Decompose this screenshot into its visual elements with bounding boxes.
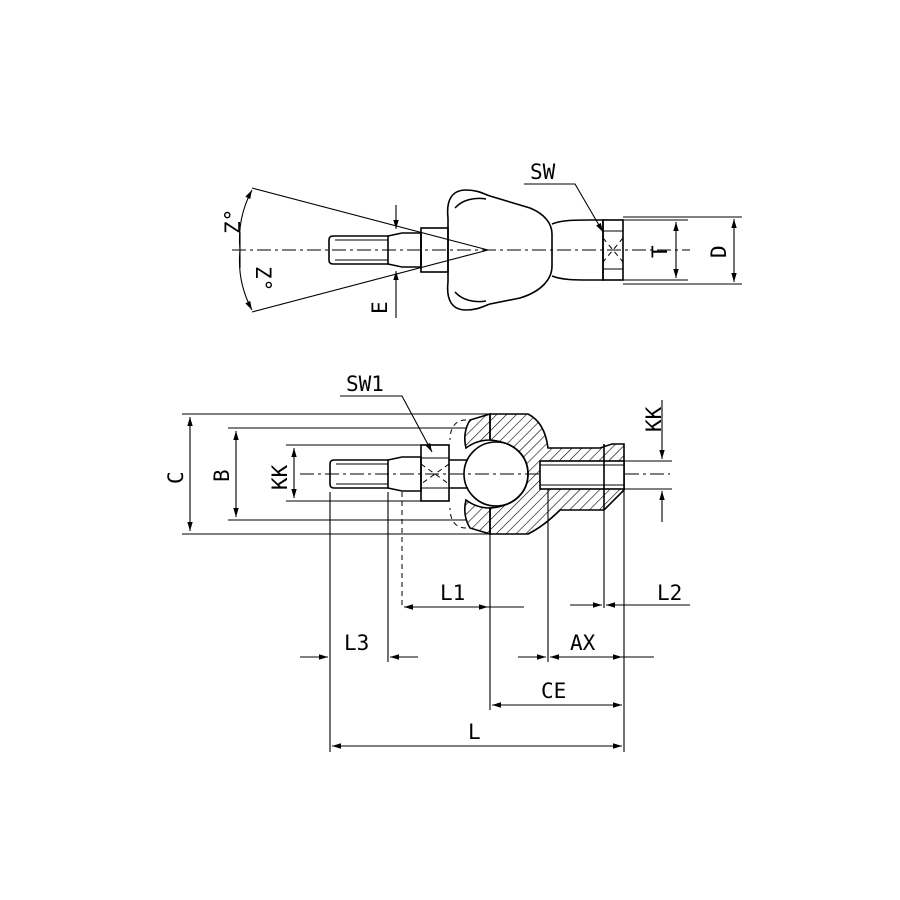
label-t: T (648, 245, 672, 258)
label-ce: CE (541, 679, 566, 703)
label-kk-left: KK (268, 464, 292, 490)
label-sw: SW (530, 160, 556, 184)
label-z-bottom: Z° (251, 266, 275, 291)
label-sw1: SW1 (346, 372, 384, 396)
section-dim-kk-right (624, 400, 672, 522)
label-kk-right: KK (642, 406, 666, 432)
sw1-leader (340, 395, 433, 453)
top-sw-leader (524, 183, 604, 233)
label-l2: L2 (657, 581, 682, 605)
label-z-top: Z° (221, 209, 245, 234)
top-cone-lines (238, 187, 489, 313)
top-view: SW Z° Z° E T D (221, 160, 742, 318)
label-c: C (164, 471, 188, 484)
label-l1: L1 (440, 581, 465, 605)
section-ext-lines (329, 489, 625, 752)
section-housing (464, 412, 625, 536)
section-dim-left (182, 413, 490, 535)
label-l3: L3 (344, 631, 369, 655)
section-dim-bottom (300, 602, 690, 749)
label-d: D (707, 245, 731, 258)
label-e: E (368, 301, 392, 314)
section-socket-outline (449, 419, 467, 529)
label-b: B (210, 469, 234, 482)
label-l: L (468, 720, 481, 744)
section-view: SW1 C B KK KK L1 L2 L3 AX CE L (164, 372, 690, 752)
label-ax: AX (570, 631, 596, 655)
section-stud (329, 444, 468, 502)
top-housing (446, 189, 624, 311)
top-dim-t-d (623, 216, 742, 285)
